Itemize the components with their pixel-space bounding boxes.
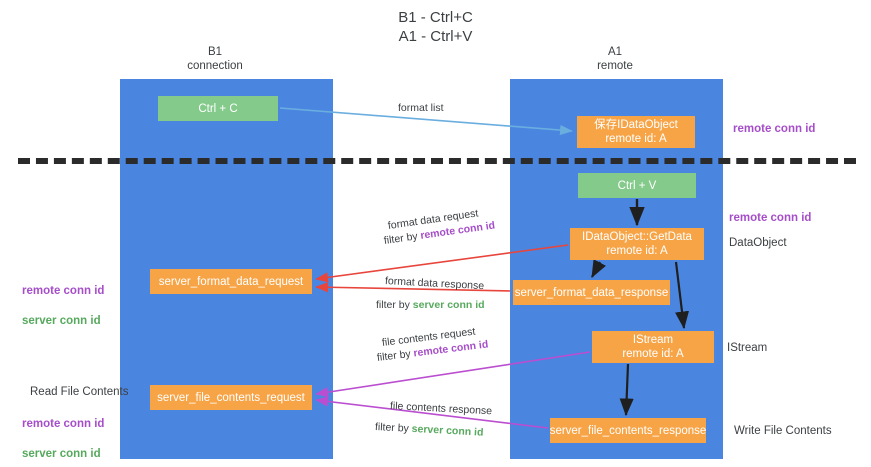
node-server-format-data-response[interactable]: server_format_data_response — [513, 280, 670, 305]
node-idataobject-subtitle: remote id: A — [605, 133, 667, 145]
annotation-remote-conn-id-mid: remote conn id — [729, 212, 812, 224]
annotation-write-file-contents: Write File Contents — [734, 425, 832, 437]
node-istream[interactable]: IStream remote id: A — [592, 331, 714, 363]
node-idataobject[interactable]: 保存IDataObject remote id: A — [577, 116, 695, 148]
annotation-remote-conn-id-top: remote conn id — [733, 123, 816, 135]
node-istream-title: IStream — [632, 334, 674, 346]
annotation-dataobject: DataObject — [729, 237, 787, 249]
edge-label-format-data-response-filter: filter by server conn id — [376, 298, 485, 312]
page-title: B1 - Ctrl+C A1 - Ctrl+V — [398, 9, 473, 45]
annotation-read-file-contents: Read File Contents — [30, 386, 129, 398]
annotation-remote-conn-id: remote conn id — [22, 285, 105, 297]
node-getdata-subtitle: remote id: A — [606, 245, 668, 257]
node-istream-subtitle: remote id: A — [622, 348, 684, 360]
edge-label-file-contents-response: file contents response — [389, 400, 493, 418]
filter-prefix: filter by — [374, 421, 413, 435]
column-header-b1: B1 connection — [187, 46, 243, 72]
node-server-format-data-request-label: server_format_data_request — [158, 275, 304, 288]
annotation-server-conn-id: server conn id — [22, 315, 101, 327]
node-idataobject-getdata[interactable]: IDataObject::GetData remote id: A — [570, 228, 704, 260]
annotation-remote-conn-id: remote conn id — [22, 418, 105, 430]
node-getdata-title: IDataObject::GetData — [582, 231, 692, 243]
filter-value-server-conn-id: server conn id — [412, 299, 485, 311]
node-ctrl-c[interactable]: Ctrl + C — [158, 96, 278, 121]
node-idataobject-title: 保存IDataObject — [594, 119, 678, 131]
node-server-file-contents-response-label: server_file_contents_response — [549, 424, 707, 437]
node-server-file-contents-request-label: server_file_contents_request — [157, 391, 305, 404]
edge-label-format-list: format list — [398, 102, 444, 114]
annotation-conn-ids-top: remote conn id server conn id — [22, 269, 104, 344]
filter-prefix: filter by — [383, 229, 422, 247]
node-server-format-data-request[interactable]: server_format_data_request — [150, 269, 312, 294]
filter-prefix: filter by — [376, 347, 415, 364]
phase-separator — [18, 158, 856, 164]
node-server-format-data-response-label: server_format_data_response — [514, 286, 669, 299]
annotation-istream: IStream — [727, 342, 768, 354]
edge-label-format-data-response: format data response — [384, 275, 485, 293]
column-header-a1: A1 remote — [597, 46, 633, 72]
filter-prefix: filter by — [376, 299, 413, 311]
edge-label-file-contents-response-filter: filter by server conn id — [375, 420, 484, 440]
node-server-file-contents-response[interactable]: server_file_contents_response — [550, 418, 706, 443]
node-server-file-contents-request[interactable]: server_file_contents_request — [150, 385, 312, 410]
annotation-server-conn-id: server conn id — [22, 448, 101, 460]
node-ctrl-c-label: Ctrl + C — [198, 102, 238, 115]
node-ctrl-v[interactable]: Ctrl + V — [578, 173, 696, 198]
filter-value-server-conn-id: server conn id — [411, 422, 484, 439]
node-ctrl-v-label: Ctrl + V — [617, 179, 657, 192]
annotation-conn-ids-bottom: remote conn id server conn id — [22, 402, 104, 467]
